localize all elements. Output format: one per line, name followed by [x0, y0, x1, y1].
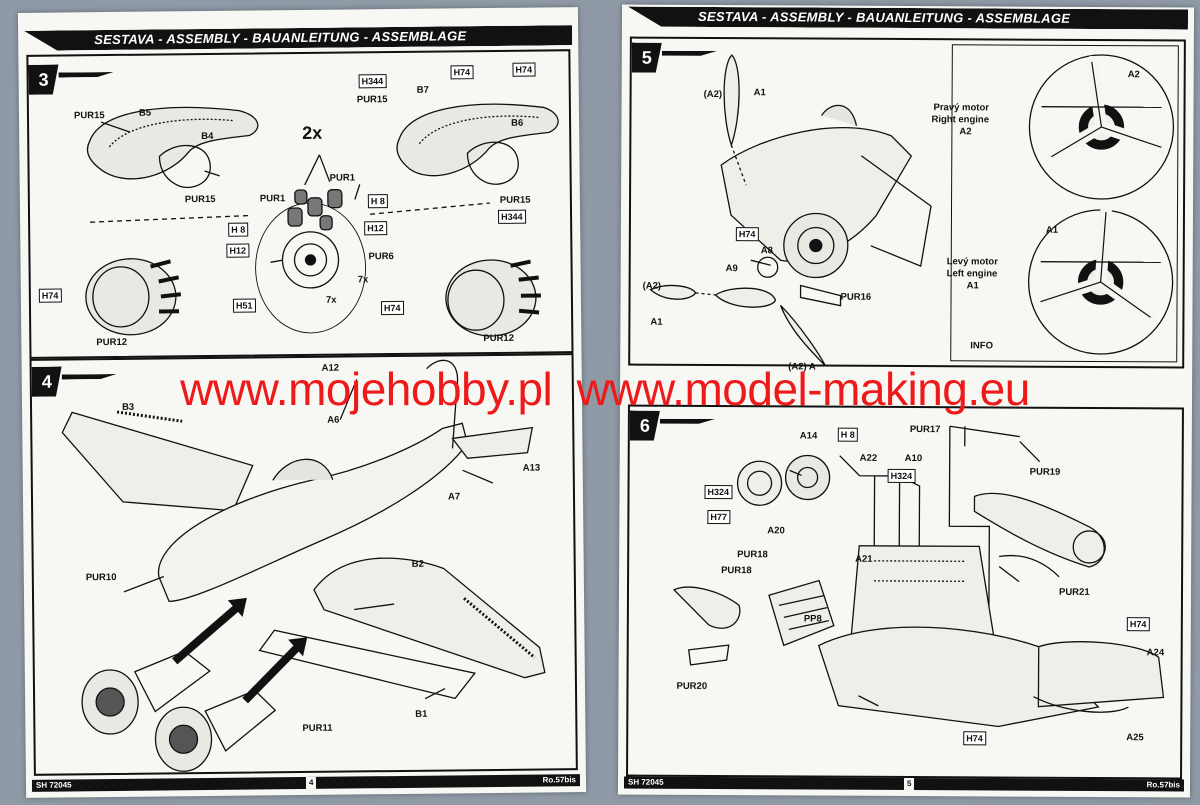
- part-label: A6: [327, 414, 340, 426]
- part-label: B2: [411, 558, 424, 570]
- instruction-page-right: SESTAVA - ASSEMBLY - BAUANLEITUNG - ASSE…: [617, 4, 1195, 798]
- part-label: PUR10: [85, 571, 117, 584]
- part-label: A24: [1146, 647, 1165, 659]
- part-label: PUR21: [1058, 586, 1090, 598]
- part-label: A25: [1126, 732, 1144, 744]
- part-label: PP8: [803, 613, 822, 625]
- part-label: A12: [321, 362, 340, 374]
- part-box: H324: [704, 484, 733, 500]
- part-label: PUR18: [737, 549, 768, 561]
- step-3-illustration: [85, 103, 559, 337]
- part-label: PUR17: [909, 424, 941, 436]
- part-box: H74: [963, 731, 986, 746]
- model-name: Ro.57bis: [1146, 780, 1181, 790]
- part-label: B3: [121, 401, 135, 413]
- kit-reference: SH 72045: [627, 777, 664, 787]
- model-name: Ro.57bis: [542, 775, 577, 785]
- step-6-illustration: [672, 425, 1165, 728]
- part-box: H77: [707, 509, 730, 525]
- part-box: H74: [1126, 617, 1150, 632]
- part-label: PUR11: [302, 722, 333, 735]
- page-number: 5: [903, 777, 915, 791]
- part-label: A10: [904, 452, 923, 465]
- part-label: A20: [767, 525, 785, 537]
- step-4-illustration: [61, 359, 546, 772]
- part-label: PUR18: [721, 565, 752, 577]
- page-number: 4: [305, 776, 317, 789]
- part-label: PUR20: [676, 680, 708, 692]
- instruction-page-left: SESTAVA - ASSEMBLY - BAUANLEITUNG - ASSE…: [17, 7, 587, 798]
- part-label: A14: [799, 430, 818, 442]
- part-label: A7: [447, 491, 461, 503]
- part-label: A22: [859, 452, 878, 464]
- step-5-illustration: [649, 54, 1175, 367]
- part-label: B1: [415, 708, 428, 720]
- part-label: A21: [855, 553, 873, 565]
- kit-reference: SH 72045: [35, 780, 72, 790]
- part-box: H324: [887, 468, 916, 484]
- part-box: H 8: [837, 427, 858, 442]
- part-label: PUR19: [1029, 466, 1061, 478]
- part-label: A13: [522, 462, 541, 474]
